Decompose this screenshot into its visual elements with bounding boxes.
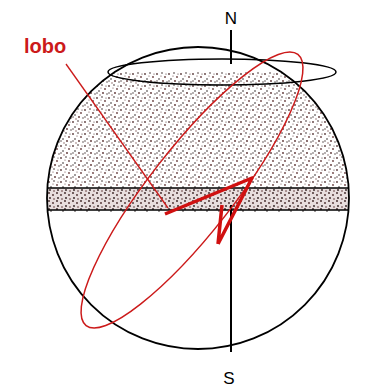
callout-label: lobo — [24, 36, 66, 56]
pole-label: S — [223, 370, 234, 387]
sphere-outline — [47, 47, 349, 349]
lobe-angle — [165, 178, 252, 244]
leader-line — [66, 64, 168, 208]
pole-label: N — [225, 10, 237, 27]
axis — [230, 30, 232, 64]
axis — [230, 205, 232, 352]
shaded-zone — [40, 72, 360, 212]
lobe-ellipse — [53, 29, 331, 352]
